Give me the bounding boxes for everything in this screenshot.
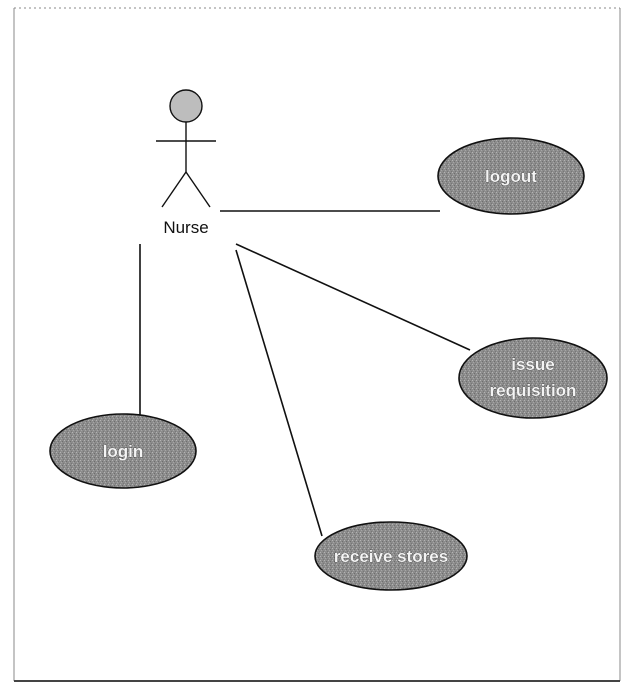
use-case-label-line-2: requisition — [490, 381, 577, 400]
use-case-logout: logout — [437, 137, 585, 215]
actor-right-leg — [185, 171, 211, 208]
actor-head — [169, 89, 203, 123]
use-case-ellipse — [314, 521, 468, 591]
use-case-ellipse — [49, 413, 197, 489]
use-case-label-line-1: issue — [511, 355, 554, 374]
associations — [139, 210, 471, 537]
actor-name: Nurse — [163, 218, 208, 237]
association-issue-requisition — [235, 243, 471, 351]
use-case-label: receive stores — [334, 547, 448, 566]
use-case-label: logout — [485, 167, 537, 186]
actor-left-leg — [161, 171, 187, 208]
use-case-label: login — [103, 442, 144, 461]
use-case-ellipse — [458, 337, 608, 419]
use-case-receive-stores: receive stores — [314, 521, 468, 591]
actor-nurse: Nurse — [156, 89, 216, 237]
association-receive-stores — [235, 249, 323, 537]
use-case-ellipse — [437, 137, 585, 215]
use-case-issue-requisition: issue requisition — [458, 337, 608, 419]
diagram-frame — [13, 7, 621, 682]
use-case-login: login — [49, 413, 197, 489]
